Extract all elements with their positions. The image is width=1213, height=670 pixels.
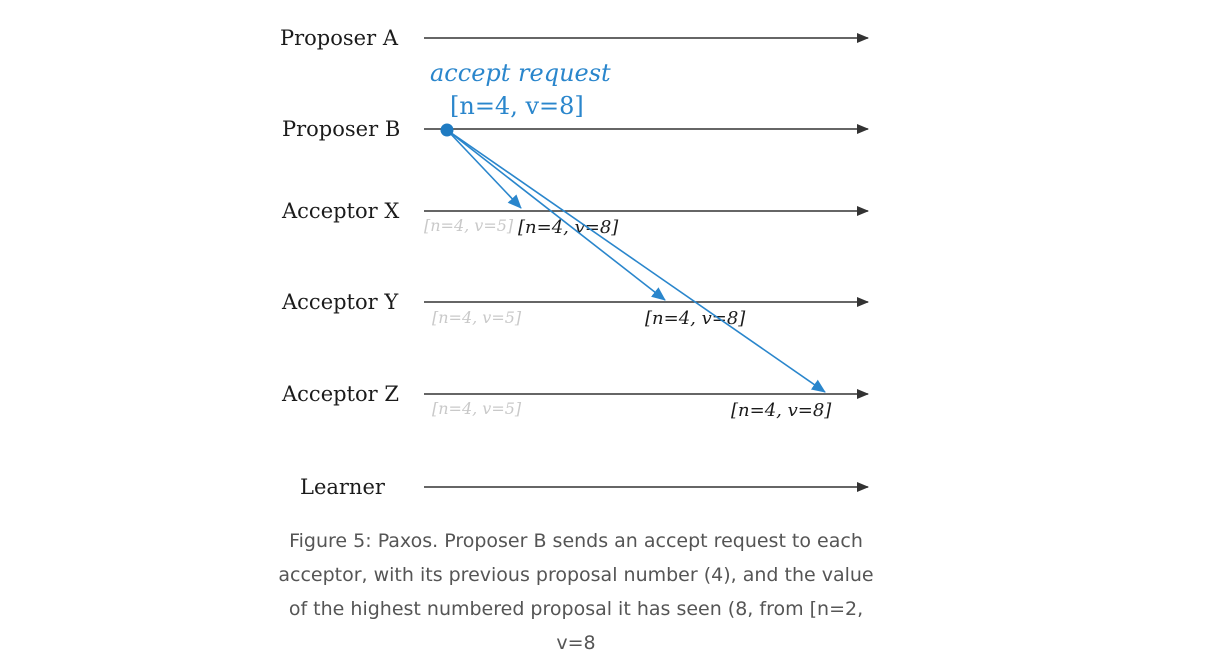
paxos-diagram-svg: Proposer A Proposer B Acceptor X Accepto…: [280, 26, 869, 499]
acceptor-y-previous-value: [n=4, v=5]: [432, 308, 522, 327]
acceptor-y-new-value: [n=4, v=8]: [645, 308, 746, 329]
lane-label-acceptor-y: Acceptor Y: [281, 290, 399, 314]
lane-label-learner: Learner: [300, 475, 386, 499]
lane-label-proposer-b: Proposer B: [282, 117, 400, 141]
lane-label-acceptor-x: Acceptor X: [281, 199, 399, 223]
figure-caption: Figure 5: Paxos. Proposer B sends an acc…: [278, 530, 874, 654]
accept-request-title: accept request: [430, 59, 611, 87]
message-arrow-to-acceptor-x: [446, 129, 522, 209]
acceptor-x-new-value: [n=4, v=8]: [518, 217, 619, 238]
paxos-diagram: Proposer A Proposer B Acceptor X Accepto…: [280, 26, 869, 499]
lane-label-proposer-a: Proposer A: [280, 26, 399, 50]
acceptor-z-previous-value: [n=4, v=5]: [432, 399, 522, 418]
proposer-b-send-point: [440, 123, 454, 137]
message-arrow-to-acceptor-z: [446, 129, 826, 393]
accept-request-value: [n=4, v=8]: [450, 92, 584, 120]
acceptor-z-new-value: [n=4, v=8]: [731, 400, 832, 421]
acceptor-x-previous-value: [n=4, v=5]: [424, 216, 514, 235]
lane-label-acceptor-z: Acceptor Z: [281, 382, 399, 406]
message-arrow-to-acceptor-y: [446, 129, 666, 301]
